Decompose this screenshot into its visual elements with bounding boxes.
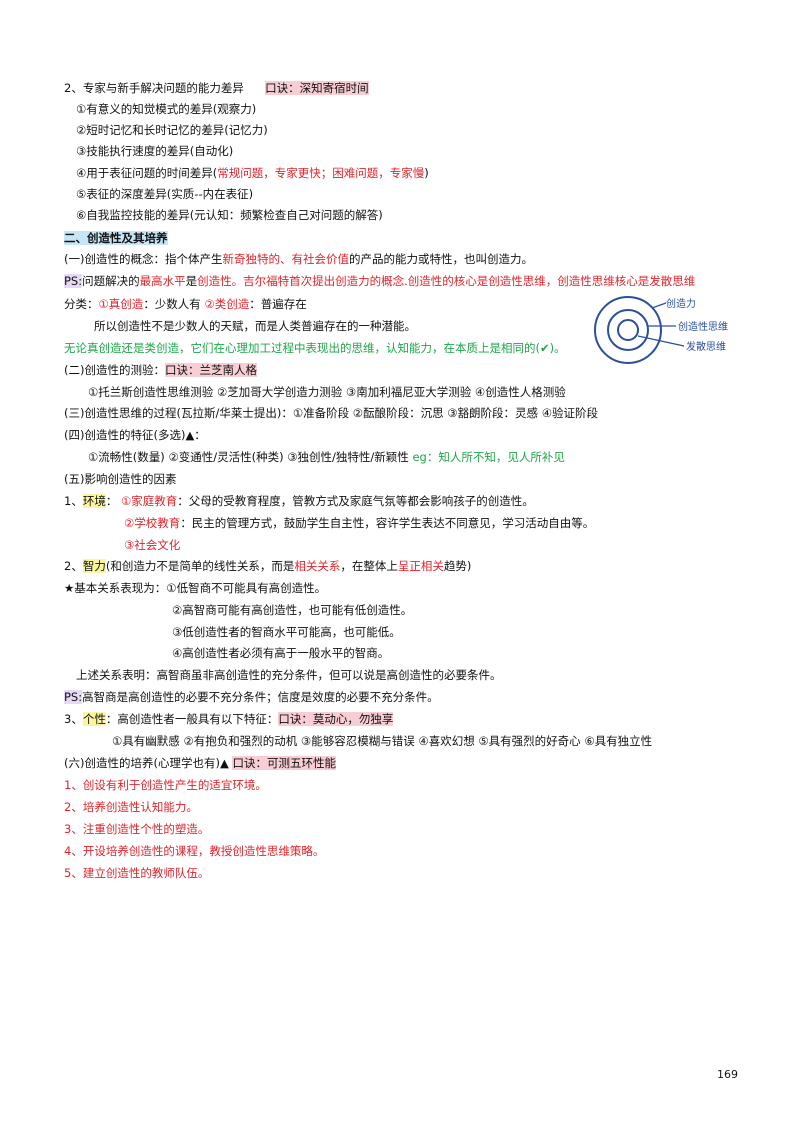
list-item: ①具有幽默感 ②有抱负和强烈的动机 ③能够容忍模糊与错误 ④喜欢幻想 ⑤具有强烈… bbox=[112, 734, 653, 748]
inner-circle bbox=[617, 319, 639, 341]
outer-circle bbox=[594, 296, 662, 364]
paragraph-classification: 分类：①真创造：少数人有 ②类创造：普遍存在 bbox=[64, 297, 307, 311]
label-inner: 发散思维 bbox=[686, 340, 726, 353]
list-item: ②短时记忆和长时记忆的差异(记忆力) bbox=[76, 123, 268, 137]
paragraph: ★基本关系表现为：①低智商不可能具有高创造性。 bbox=[64, 581, 327, 595]
mnemonic-badge: 口诀：深知寄宿时间 bbox=[265, 81, 369, 95]
paragraph-ps-note: PS:问题解决的最高水平是创造性。吉尔福特首次提出创造力的概念.创造性的核心是创… bbox=[64, 274, 696, 288]
list-item: 4、开设培养创造性的课程，教授创造性思维策略。 bbox=[64, 844, 325, 858]
label-outer: 创造力 bbox=[666, 297, 696, 310]
concentric-circles-diagram: 创造力 创造性思维 发散思维 bbox=[594, 296, 728, 364]
list-item: ③低创造性者的智商水平可能高，也可能低。 bbox=[172, 625, 401, 639]
arrow-inner bbox=[637, 335, 685, 347]
page-number: 169 bbox=[717, 1068, 738, 1081]
section-heading-expert-novice: 2、专家与新手解决问题的能力差异 口诀：深知寄宿时间 bbox=[64, 81, 369, 95]
arrow-outer bbox=[651, 302, 667, 309]
paragraph: (四)创造性的特征(多选)▲： bbox=[64, 428, 206, 442]
paragraph-highlight: 无论真创造还是类创造，它们在心理加工过程中表现出的思维，认知能力，在本质上是相同… bbox=[64, 341, 566, 355]
paragraph-cultivation: (六)创造性的培养(心理学也有)▲ 口诀：可测五环性能 bbox=[64, 756, 336, 770]
paragraph-tests: (二)创造性的测验：口诀：兰芝南人格 bbox=[64, 363, 257, 377]
mnemonic-badge: 口诀：莫动心，勿独享 bbox=[278, 712, 394, 726]
list-item: 3、注重创造性个性的塑造。 bbox=[64, 822, 210, 836]
section-heading-creativity: 二、创造性及其培养 bbox=[64, 231, 168, 245]
paragraph-personality: 3、个性：高创造性者一般具有以下特征：口诀：莫动心，勿独享 bbox=[64, 712, 394, 726]
mnemonic-badge: 口诀：兰芝南人格 bbox=[164, 363, 257, 377]
label-middle: 创造性思维 bbox=[678, 320, 728, 333]
list-item: ⑥自我监控技能的差异(元认知：频繁检查自己对问题的解答) bbox=[76, 208, 383, 222]
paragraph-concept: (一)创造性的概念：指个体产生新奇独特的、有社会价值的产品的能力或特性，也叫创造… bbox=[64, 252, 533, 266]
list-item: ②学校教育：民主的管理方式，鼓励学生自主性，容许学生表达不同意见，学习活动自由等… bbox=[124, 516, 595, 530]
paragraph: (五)影响创造性的因素 bbox=[64, 472, 177, 486]
paragraph: 所以创造性不是少数人的天赋，而是人类普遍存在的一种潜能。 bbox=[94, 319, 416, 333]
mnemonic-badge: 口诀：可测五环性能 bbox=[232, 756, 336, 770]
list-item: ①托兰斯创造性思维测验 ②芝加哥大学创造力测验 ③南加利福尼亚大学测验 ④创造性… bbox=[88, 385, 566, 399]
paragraph-ps-note: PS:高智商是高创造性的必要不充分条件；信度是效度的必要不充分条件。 bbox=[64, 690, 439, 704]
list-item: ④用于表征问题的时间差异(常规问题，专家更快；困难问题，专家慢) bbox=[76, 166, 429, 180]
list-item: ③社会文化 bbox=[124, 538, 181, 552]
list-item: ①有意义的知觉模式的差异(观察力) bbox=[76, 102, 257, 116]
list-item: ⑤表征的深度差异(实质--内在表征) bbox=[76, 187, 254, 201]
list-item: 2、培养创造性认知能力。 bbox=[64, 800, 198, 814]
paragraph: 上述关系表明：高智商虽非高创造性的充分条件，但可以说是高创造性的必要条件。 bbox=[76, 668, 502, 682]
list-item: 1、创设有利于创造性产生的适宜环境。 bbox=[64, 778, 267, 792]
paragraph-intelligence: 2、智力(和创造力不是简单的线性关系，而是相关关系，在整体上呈正相关趋势) bbox=[64, 559, 472, 573]
list-item: 5、建立创造性的教师队伍。 bbox=[64, 866, 210, 880]
paragraph-environment: 1、环境： ①家庭教育：父母的受教育程度，管教方式及家庭气氛等都会影响孩子的创造… bbox=[64, 494, 534, 508]
list-item: ②高智商可能有高创造性，也可能有低创造性。 bbox=[172, 603, 413, 617]
list-item: ③技能执行速度的差异(自动化) bbox=[76, 144, 234, 158]
list-item: ④高创造性者必须有高于一般水平的智商。 bbox=[172, 646, 390, 660]
paragraph: (三)创造性思维的过程(瓦拉斯/华莱士提出)：①准备阶段 ②酝酿阶段：沉思 ③豁… bbox=[64, 406, 599, 420]
list-item: ①流畅性(数量) ②变通性/灵活性(种类) ③独创性/独特性/新颖性 eg：知人… bbox=[88, 450, 565, 464]
middle-circle bbox=[607, 309, 649, 351]
